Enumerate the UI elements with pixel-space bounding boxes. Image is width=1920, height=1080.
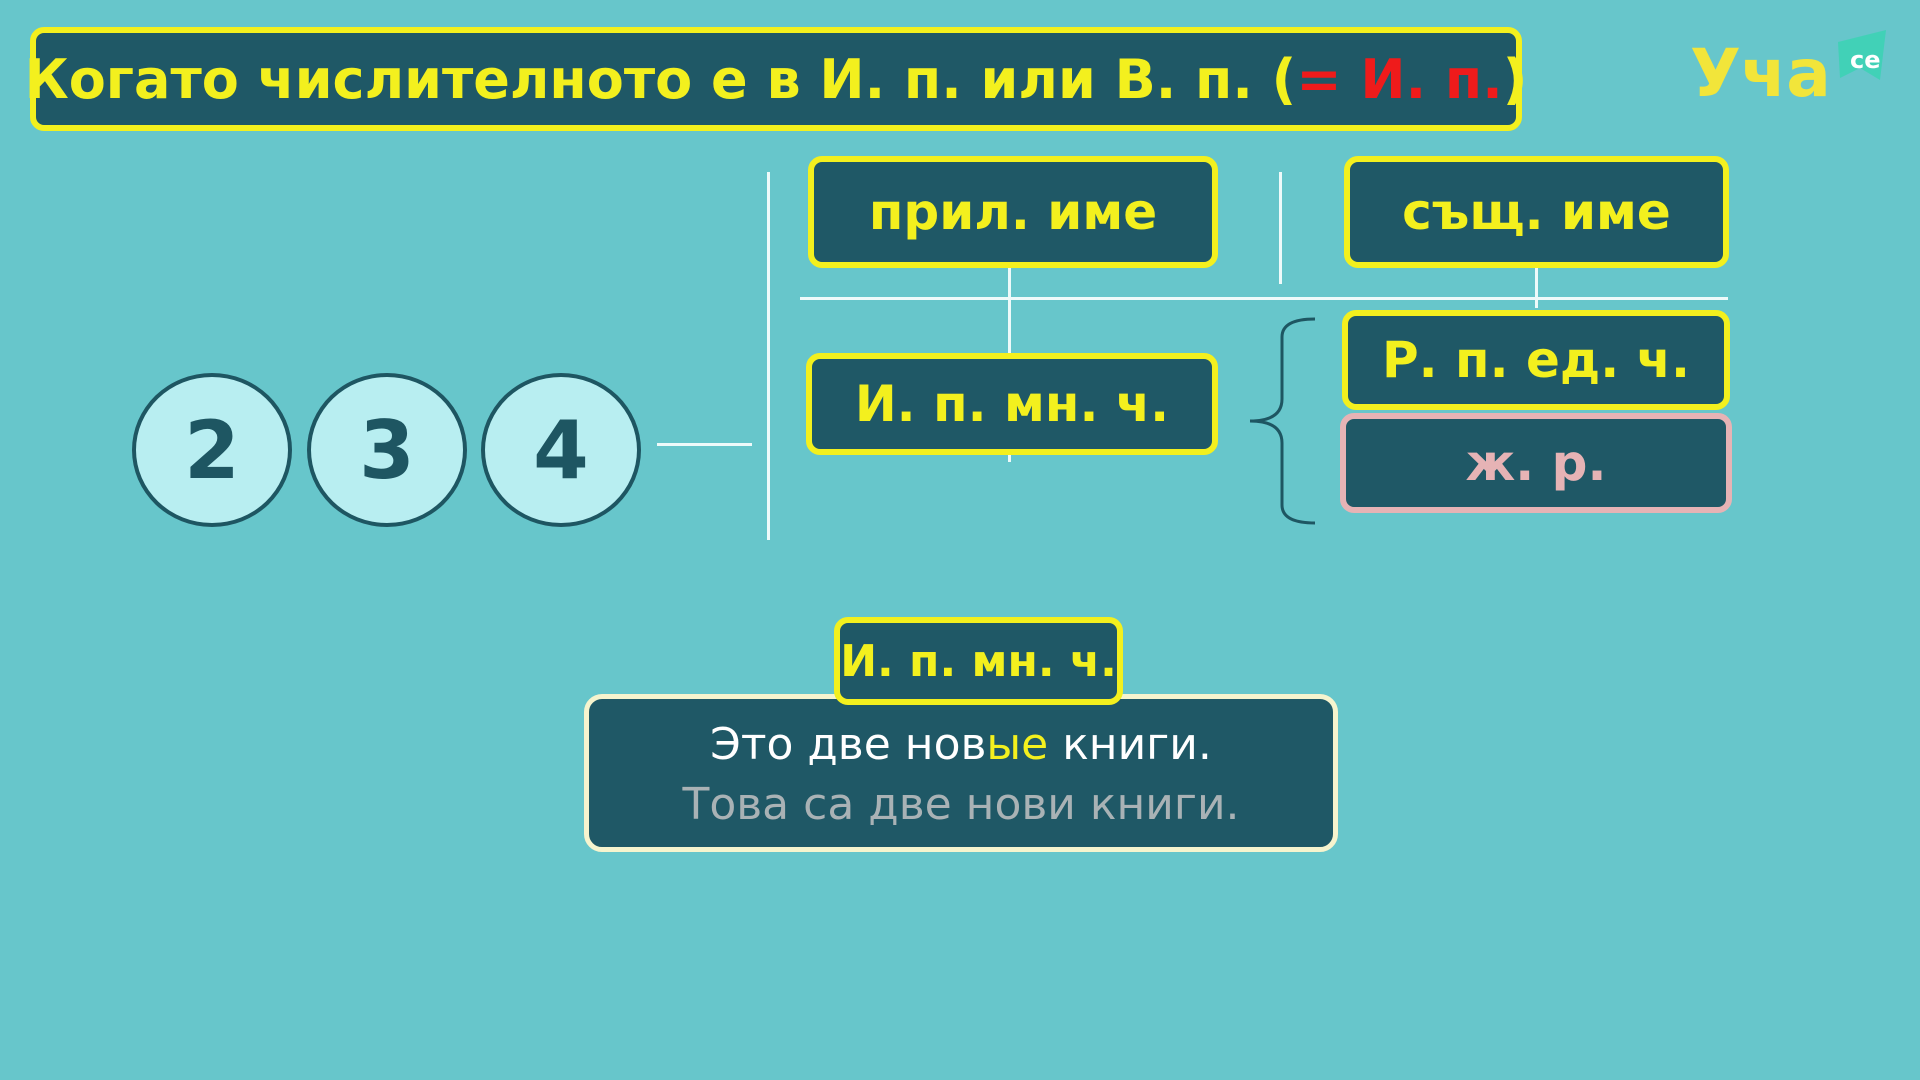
- title-banner: Когато числителното е в И. п. или В. п. …: [25, 27, 1527, 131]
- number-circle-3: 3: [307, 373, 467, 527]
- example-russian-ending: ые: [986, 719, 1049, 770]
- logo-text: Уча: [1690, 35, 1831, 108]
- header-noun: същ. име: [1344, 156, 1729, 268]
- noun-column-line: [1535, 262, 1538, 308]
- divider-line-main: [767, 172, 770, 540]
- example-box: Это две новые книги. Това са две нови кн…: [584, 694, 1338, 852]
- example-russian-after: книги.: [1048, 719, 1212, 770]
- header-adjective: прил. име: [808, 156, 1218, 268]
- logo-play-icon: [1838, 30, 1886, 80]
- number-circle-4: 4: [481, 373, 641, 527]
- curly-brace: [1249, 317, 1316, 525]
- title-highlight: = И. п.: [1296, 47, 1503, 111]
- title-close-paren: ): [1502, 47, 1528, 111]
- example-russian: Это две новые книги.: [589, 719, 1333, 770]
- adjective-case-box: И. п. мн. ч.: [806, 353, 1218, 455]
- example-bulgarian: Това са две нови книги.: [682, 779, 1240, 830]
- ucha-se-logo: Уча се: [1690, 30, 1886, 108]
- noun-gender-box: ж. р.: [1340, 413, 1732, 513]
- number-circle-2: 2: [132, 373, 292, 527]
- logo-suffix: се: [1850, 46, 1881, 74]
- example-label: И. п. мн. ч.: [834, 617, 1123, 705]
- example-russian-before: Это две нов: [710, 719, 987, 770]
- title-text: Когато числителното е в И. п. или В. п. …: [24, 47, 1297, 111]
- divider-line-columns: [1279, 172, 1282, 284]
- noun-case-box: Р. п. ед. ч.: [1342, 310, 1730, 410]
- connector-line: [657, 443, 752, 446]
- header-separator-line: [800, 297, 1728, 300]
